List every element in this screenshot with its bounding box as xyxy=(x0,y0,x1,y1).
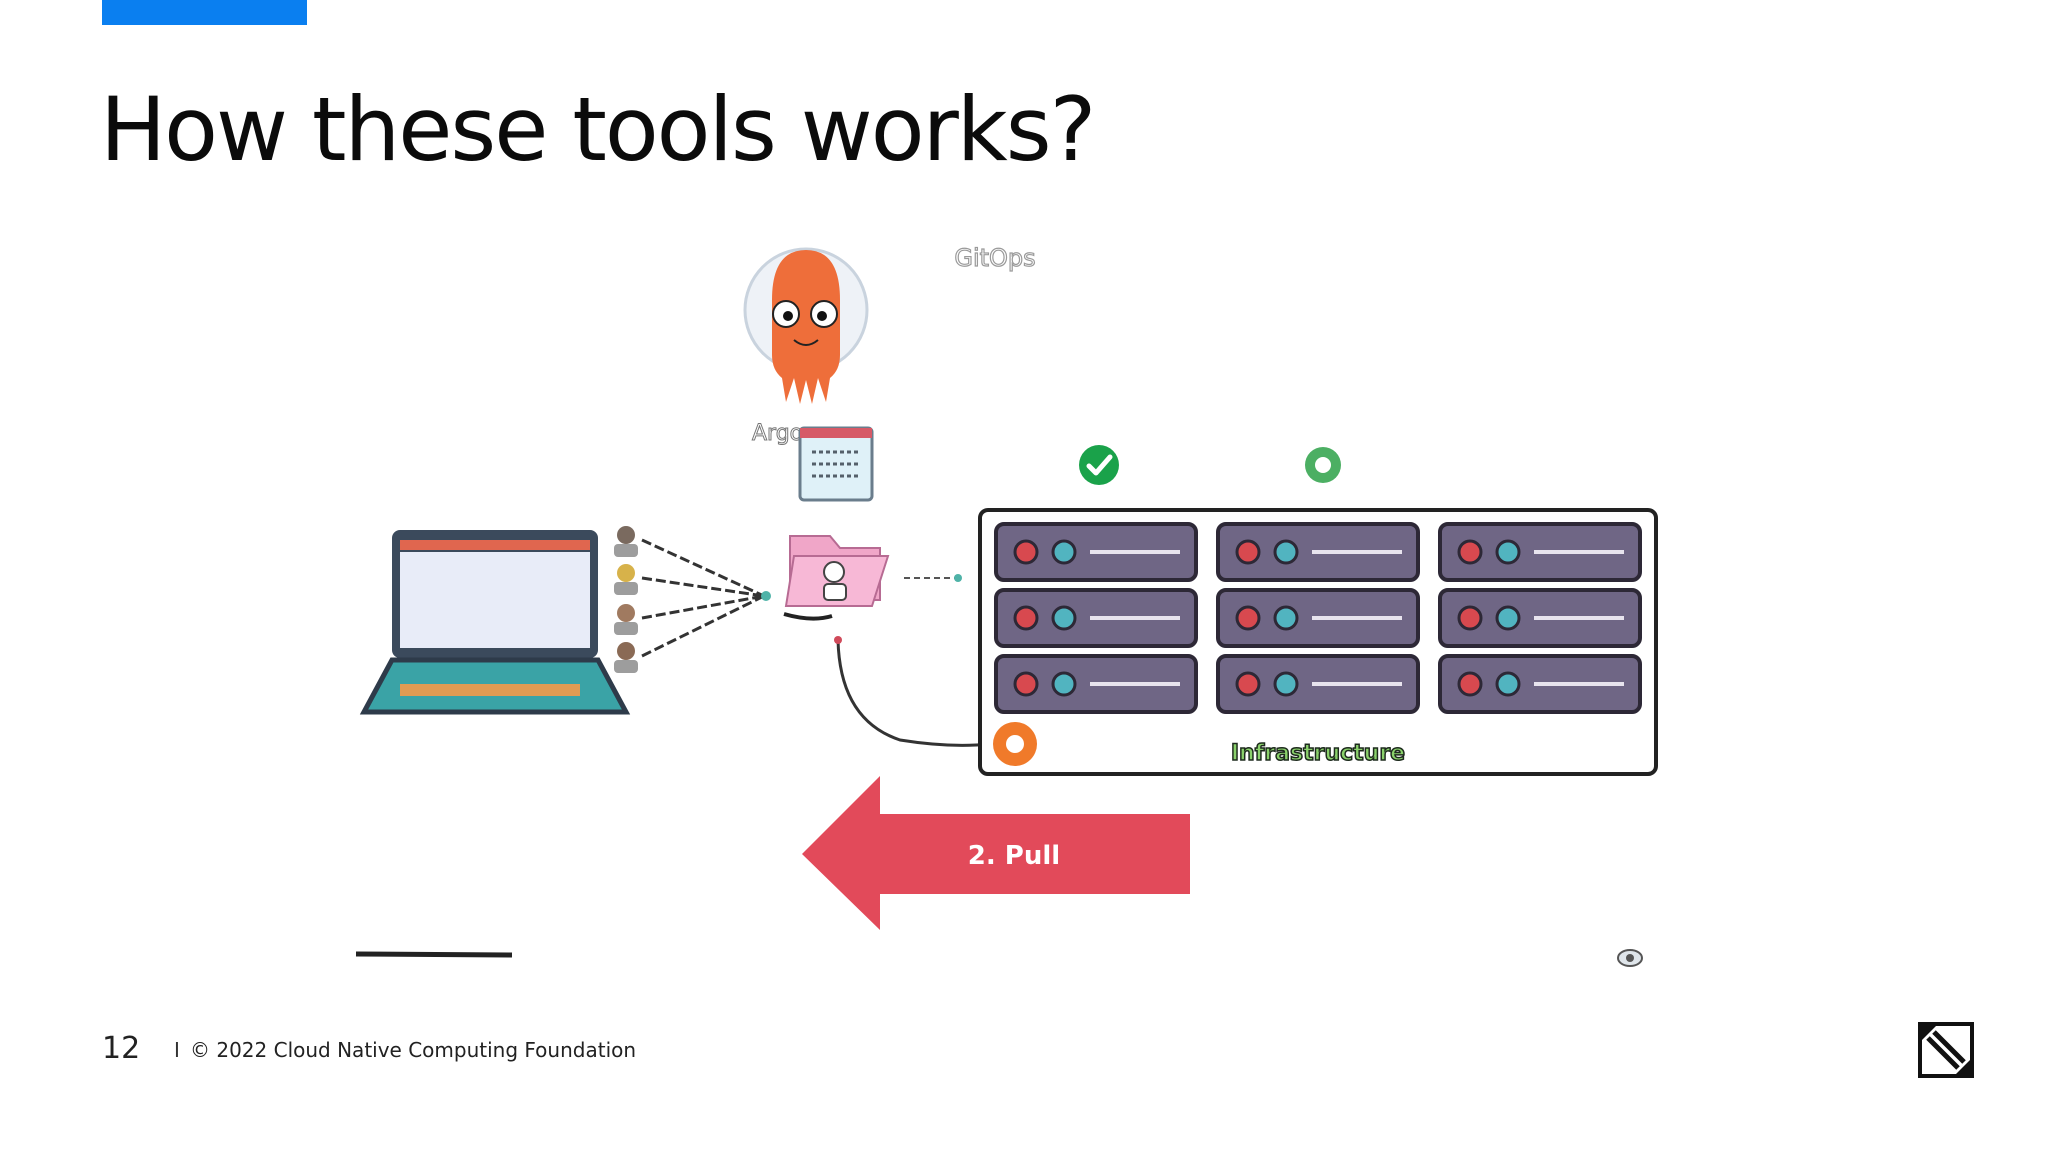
orange-gear-icon xyxy=(993,722,1037,766)
copyright-footer: © 2022 Cloud Native Computing Foundation xyxy=(190,1038,637,1062)
accent-bar xyxy=(102,0,307,25)
argo-label: Argo xyxy=(752,421,803,446)
infrastructure-label: Infrastructure xyxy=(1231,741,1405,766)
server-unit xyxy=(1438,522,1642,582)
server-unit xyxy=(994,654,1198,714)
server-rack xyxy=(994,522,1642,714)
server-unit xyxy=(1438,654,1642,714)
server-unit xyxy=(994,588,1198,648)
laptop-icon xyxy=(359,530,631,715)
config-document-icon xyxy=(798,426,874,502)
scribble-line xyxy=(355,951,513,958)
server-unit xyxy=(994,522,1198,582)
eye-icon xyxy=(1617,949,1643,967)
argo-mascot-icon xyxy=(743,247,869,404)
green-gear-icon xyxy=(1305,447,1341,483)
push-connection-lines xyxy=(641,538,765,658)
page-number: 12 xyxy=(102,1031,141,1066)
developers-icon xyxy=(614,526,638,673)
git-repo-folder-icon xyxy=(783,535,890,621)
server-unit xyxy=(1216,654,1420,714)
cncf-logo-icon xyxy=(1918,1022,1974,1078)
deploy-curve-line xyxy=(836,639,991,747)
gitops-label: GitOps xyxy=(954,244,1035,272)
slide-title: How these tools works? xyxy=(100,78,1096,181)
footer-separator: I xyxy=(174,1038,180,1062)
check-circle-icon xyxy=(1079,445,1119,485)
pull-arrow: 2. Pull xyxy=(802,776,1190,930)
pull-label: 2. Pull xyxy=(968,841,1060,871)
server-unit xyxy=(1216,522,1420,582)
server-unit xyxy=(1438,588,1642,648)
server-unit xyxy=(1216,588,1420,648)
